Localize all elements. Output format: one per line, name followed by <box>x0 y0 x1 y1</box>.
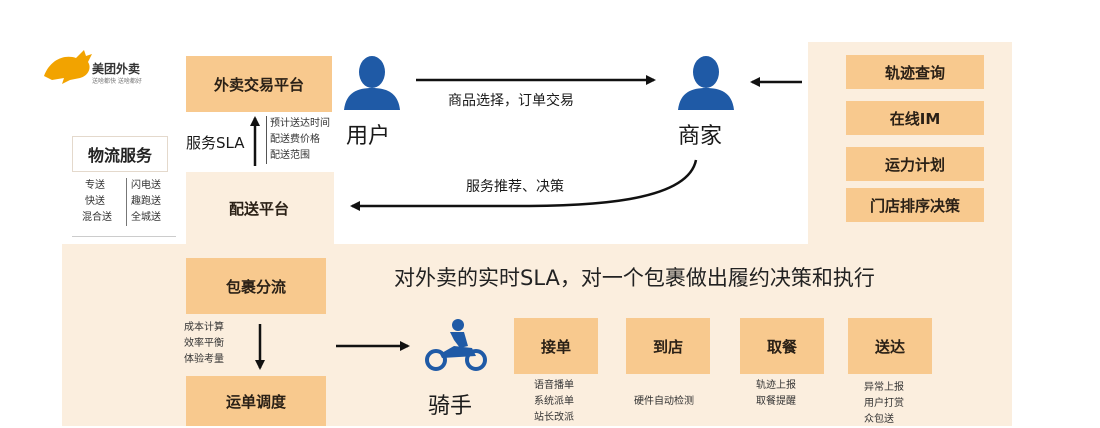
service-item: 快送 <box>85 196 105 207</box>
logistics-service-title: 物流服务 <box>72 136 168 172</box>
step-note: 站长改派 <box>534 412 574 423</box>
step-arrive-notes: 硬件自动检测 <box>634 394 694 410</box>
step-deliver: 送达 <box>848 318 932 374</box>
split-note: 体验考量 <box>184 354 224 365</box>
services-divider <box>72 236 176 237</box>
service-list-col1: 专送 快送 混合送 <box>82 178 112 226</box>
sla-item: 配送范围 <box>270 150 310 161</box>
step-accept: 接单 <box>514 318 598 374</box>
right-item-im: 在线IM <box>846 101 984 135</box>
service-item: 全城送 <box>131 212 161 223</box>
service-item: 专送 <box>85 180 105 191</box>
step-note: 轨迹上报 <box>756 380 796 391</box>
sla-items: 预计送达时间 配送费价格 配送范围 <box>266 116 330 164</box>
step-note: 硬件自动检测 <box>634 396 694 407</box>
sla-item: 配送费价格 <box>270 134 320 145</box>
step-arrive: 到店 <box>626 318 710 374</box>
arrow-top-label: 商品选择，订单交易 <box>448 93 574 109</box>
user-label: 用户 <box>346 124 391 149</box>
trade-platform-box: 外卖交易平台 <box>186 56 332 112</box>
arrow-bottom-label: 服务推荐、决策 <box>466 179 564 195</box>
right-item-track: 轨迹查询 <box>846 55 984 89</box>
right-item-capacity: 运力计划 <box>846 147 984 181</box>
step-note: 众包送 <box>864 414 894 425</box>
step-deliver-notes: 异常上报 用户打赏 众包送 <box>864 380 904 428</box>
bottom-headline: 对外卖的实时SLA，对一个包裹做出履约决策和执行 <box>394 266 875 290</box>
merchant-icon <box>678 56 734 110</box>
split-note: 成本计算 <box>184 322 224 333</box>
step-note: 系统派单 <box>534 396 574 407</box>
logo: 美团外卖 送啥都快 送啥都好 <box>40 44 160 88</box>
step-note: 用户打赏 <box>864 398 904 409</box>
delivery-panel <box>186 172 334 244</box>
logo-name: 美团外卖 <box>92 62 141 76</box>
parcel-split-box: 包裹分流 <box>186 258 326 314</box>
rider-icon <box>425 319 487 371</box>
service-item: 闪电送 <box>131 180 161 191</box>
step-pickup-notes: 轨迹上报 取餐提醒 <box>756 378 796 410</box>
delivery-platform-box: 配送平台 <box>228 199 289 218</box>
logo-slogan: 送啥都快 送啥都好 <box>92 78 142 85</box>
split-note: 效率平衡 <box>184 338 224 349</box>
arrow-merchant-to-delivery <box>350 159 698 211</box>
merchant-label: 商家 <box>678 124 723 149</box>
sla-label: 服务SLA <box>186 134 245 152</box>
step-note: 语音播单 <box>534 380 574 391</box>
right-item-sort: 门店排序决策 <box>846 188 984 222</box>
service-item: 混合送 <box>82 212 112 223</box>
sla-item: 预计送达时间 <box>270 118 330 129</box>
step-pickup: 取餐 <box>740 318 824 374</box>
service-item: 趣跑送 <box>131 196 161 207</box>
dispatch-box: 运单调度 <box>186 376 326 426</box>
step-accept-notes: 语音播单 系统派单 站长改派 <box>534 378 574 426</box>
kangaroo-icon <box>44 50 92 84</box>
split-notes: 成本计算 效率平衡 体验考量 <box>184 320 224 368</box>
step-note: 取餐提醒 <box>756 396 796 407</box>
rider-label: 骑手 <box>428 394 473 419</box>
service-list-col2: 闪电送 趣跑送 全城送 <box>126 178 161 226</box>
step-note: 异常上报 <box>864 382 904 393</box>
user-icon <box>344 56 400 110</box>
